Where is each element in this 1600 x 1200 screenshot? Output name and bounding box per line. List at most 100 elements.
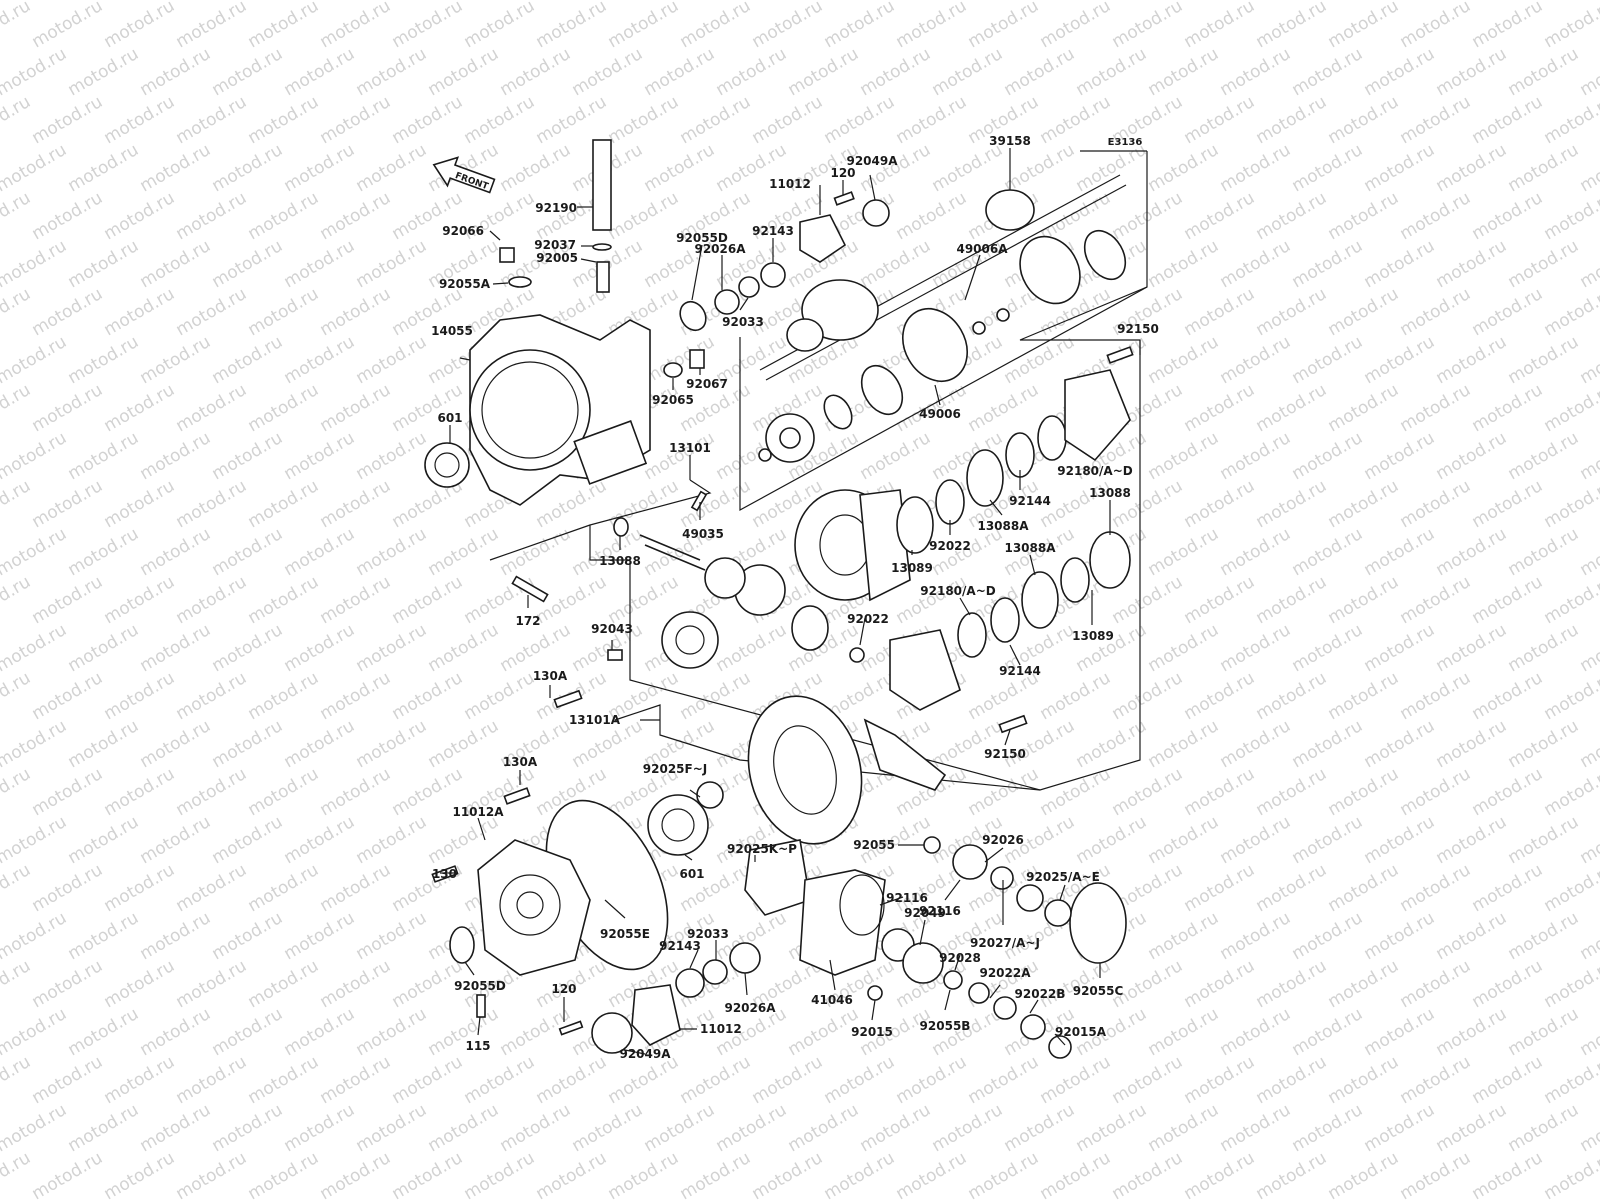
watermark-text: motod.ru bbox=[1361, 140, 1439, 196]
part-number-label: 13089 bbox=[891, 561, 933, 575]
watermark-text: motod.ru bbox=[29, 1052, 107, 1108]
watermark-text: motod.ru bbox=[389, 668, 467, 724]
part-number-label: 14055 bbox=[431, 324, 473, 338]
watermark-text: motod.ru bbox=[821, 1148, 899, 1200]
watermark-text: motod.ru bbox=[209, 716, 287, 772]
watermark-text: motod.ru bbox=[1325, 0, 1403, 52]
watermark-text: motod.ru bbox=[137, 332, 215, 388]
part-number-label: 13101 bbox=[669, 441, 711, 455]
watermark-text: motod.ru bbox=[389, 92, 467, 148]
part-number-label: 92026 bbox=[982, 833, 1024, 847]
ring-gear-icon bbox=[747, 695, 947, 845]
watermark-text: motod.ru bbox=[281, 428, 359, 484]
watermark-text: motod.ru bbox=[101, 860, 179, 916]
watermark-text: motod.ru bbox=[497, 620, 575, 676]
part-number-label: 92022 bbox=[847, 612, 889, 626]
watermark-text: motod.ru bbox=[65, 908, 143, 964]
watermark-text: motod.ru bbox=[1181, 1148, 1259, 1200]
part-number-label: 11012 bbox=[700, 1022, 742, 1036]
part-number-label: 130A bbox=[503, 755, 538, 769]
watermark-text: motod.ru bbox=[1361, 524, 1439, 580]
watermark-text: motod.ru bbox=[533, 1148, 611, 1200]
watermark-text: motod.ru bbox=[209, 1004, 287, 1060]
watermark-text: motod.ru bbox=[1433, 1004, 1511, 1060]
part-number-label: 92144 bbox=[999, 664, 1041, 678]
watermark-text: motod.ru bbox=[1397, 188, 1475, 244]
watermark-text: motod.ru bbox=[1181, 860, 1259, 916]
part-number-label: 92005 bbox=[536, 251, 578, 265]
watermark-text: motod.ru bbox=[1325, 764, 1403, 820]
part-number-label: 92049A bbox=[619, 1047, 671, 1061]
watermark-text: motod.ru bbox=[1505, 620, 1583, 676]
watermark-text: motod.ru bbox=[1325, 380, 1403, 436]
watermark-text: motod.ru bbox=[137, 0, 215, 4]
watermark-text: motod.ru bbox=[101, 572, 179, 628]
watermark-text: motod.ru bbox=[1217, 908, 1295, 964]
watermark-text: motod.ru bbox=[1577, 1004, 1600, 1060]
watermark-text: motod.ru bbox=[29, 92, 107, 148]
watermark-text: motod.ru bbox=[101, 764, 179, 820]
watermark-text: motod.ru bbox=[65, 812, 143, 868]
watermark-text: motod.ru bbox=[1181, 284, 1259, 340]
watermark-text: motod.ru bbox=[29, 764, 107, 820]
watermark-text: motod.ru bbox=[497, 0, 575, 4]
watermark-text: motod.ru bbox=[245, 0, 323, 52]
watermark-text: motod.ru bbox=[1361, 44, 1439, 100]
part-number-label: 49006A bbox=[956, 242, 1008, 256]
watermark-text: motod.ru bbox=[1505, 524, 1583, 580]
watermark-text: motod.ru bbox=[1037, 0, 1115, 52]
watermark-text: motod.ru bbox=[857, 236, 935, 292]
watermark-text: motod.ru bbox=[137, 620, 215, 676]
watermark-text: motod.ru bbox=[137, 236, 215, 292]
watermark-text: motod.ru bbox=[137, 812, 215, 868]
watermark-text: motod.ru bbox=[605, 1148, 683, 1200]
watermark-text: motod.ru bbox=[281, 140, 359, 196]
watermark-text: motod.ru bbox=[1145, 44, 1223, 100]
watermark-text: motod.ru bbox=[1469, 956, 1547, 1012]
watermark-text: motod.ru bbox=[605, 188, 683, 244]
watermark-text: motod.ru bbox=[713, 1100, 791, 1156]
watermark-text: motod.ru bbox=[1505, 236, 1583, 292]
watermark-text: motod.ru bbox=[173, 1052, 251, 1108]
watermark-text: motod.ru bbox=[1073, 1100, 1151, 1156]
watermark-text: motod.ru bbox=[857, 44, 935, 100]
watermark-text: motod.ru bbox=[569, 44, 647, 100]
watermark-text: motod.ru bbox=[173, 956, 251, 1012]
watermark-text: motod.ru bbox=[1253, 380, 1331, 436]
part-number-label: 13088A bbox=[1004, 541, 1056, 555]
watermark-text: motod.ru bbox=[1433, 44, 1511, 100]
watermark-text: motod.ru bbox=[65, 1004, 143, 1060]
watermark-text: motod.ru bbox=[893, 92, 971, 148]
part-number-label: 92025K~P bbox=[727, 842, 797, 856]
part-number-label: 11012 bbox=[769, 177, 811, 191]
watermark-text: motod.ru bbox=[281, 44, 359, 100]
watermark-text: motod.ru bbox=[0, 524, 70, 580]
watermark-text: motod.ru bbox=[0, 236, 70, 292]
watermark-text: motod.ru bbox=[1253, 476, 1331, 532]
watermark-text: motod.ru bbox=[29, 380, 107, 436]
watermark-text: motod.ru bbox=[173, 284, 251, 340]
watermark-text: motod.ru bbox=[353, 620, 431, 676]
watermark-text: motod.ru bbox=[317, 860, 395, 916]
watermark-text: motod.ru bbox=[1073, 44, 1151, 100]
watermark-text: motod.ru bbox=[1541, 1052, 1600, 1108]
watermark-text: motod.ru bbox=[101, 1052, 179, 1108]
part-number-label: 92025F~J bbox=[643, 762, 707, 776]
watermark-text: motod.ru bbox=[0, 716, 70, 772]
watermark-text: motod.ru bbox=[1577, 620, 1600, 676]
watermark-text: motod.ru bbox=[1181, 0, 1259, 52]
watermark-text: motod.ru bbox=[785, 44, 863, 100]
watermark-text: motod.ru bbox=[101, 956, 179, 1012]
watermark-text: motod.ru bbox=[0, 1100, 70, 1156]
watermark-text: motod.ru bbox=[0, 1148, 34, 1200]
watermark-text: motod.ru bbox=[1253, 572, 1331, 628]
watermark-text: motod.ru bbox=[1253, 1148, 1331, 1200]
watermark-text: motod.ru bbox=[1253, 764, 1331, 820]
watermark-text: motod.ru bbox=[173, 860, 251, 916]
watermark-text: motod.ru bbox=[0, 380, 34, 436]
watermark-text: motod.ru bbox=[0, 332, 70, 388]
watermark-text: motod.ru bbox=[1289, 620, 1367, 676]
watermark-text: motod.ru bbox=[281, 812, 359, 868]
watermark-text: motod.ru bbox=[1361, 236, 1439, 292]
part-number-label: 601 bbox=[679, 867, 704, 881]
